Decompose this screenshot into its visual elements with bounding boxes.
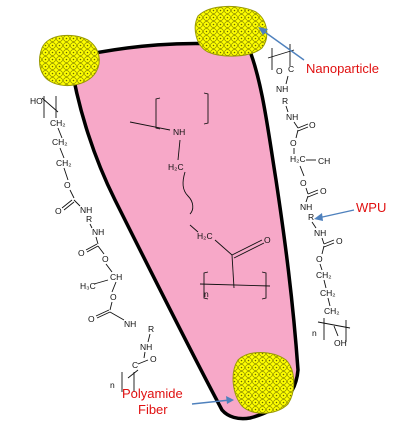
wpu-l-ch2-2: CH₂ xyxy=(52,137,68,147)
polyamide-repeat-unit: NH H₂C H₂C O n xyxy=(129,92,271,300)
pa-repeat-n: n xyxy=(204,289,209,299)
wpu-l-ch2-3: CH₂ xyxy=(56,158,72,168)
wpu-chain-left: HO CH₂ CH₂ CH₂ O O NH R NH O O CH H₃C O xyxy=(30,96,157,392)
wpu-r-ch1: CH xyxy=(318,156,330,166)
wpu-l-nh3: NH xyxy=(124,319,136,329)
wpu-r-repeat-n: n xyxy=(312,328,317,338)
wpu-r-oh: OH xyxy=(334,338,347,348)
wpu-l-o2: O xyxy=(55,206,62,216)
wpu-l-nh1: NH xyxy=(80,205,92,215)
wpu-l-repeat-n: n xyxy=(110,380,115,390)
wpu-r-o3: O xyxy=(290,138,297,148)
wpu-l-o4: O xyxy=(102,254,109,264)
wpu-l-nh2: NH xyxy=(92,227,104,237)
nanoparticle-cluster-top-left xyxy=(39,34,100,87)
wpu-l-r2: R xyxy=(148,324,154,334)
wpu-l-o5: O xyxy=(110,292,117,302)
wpu-r-ch2-1: CH₂ xyxy=(316,270,332,280)
wpu-l-ho: HO xyxy=(30,96,43,106)
polyamide-label-line1: Polyamide xyxy=(122,386,183,401)
wpu-l-r1: R xyxy=(86,214,92,224)
wpu-r-o6: O xyxy=(336,236,343,246)
nanoparticle-arrowhead xyxy=(258,27,268,35)
wpu-l-nh4: NH xyxy=(140,342,152,352)
wpu-l-o1: O xyxy=(64,180,71,190)
wpu-chain-right: O C NH R NH O O H₂C CH O O NH R NH O O C… xyxy=(267,44,351,348)
wpu-r-h2c: H₂C xyxy=(290,154,306,164)
wpu-arrow xyxy=(317,209,355,219)
wpu-l-o7: O xyxy=(150,354,157,364)
pa-nh-label: NH xyxy=(173,127,185,137)
pa-h2c-label-1: H₂C xyxy=(168,162,184,172)
wpu-r-r1: R xyxy=(282,96,288,106)
wpu-label: WPU xyxy=(356,200,386,215)
wpu-r-o5: O xyxy=(320,186,327,196)
wpu-r-r2: R xyxy=(308,212,314,222)
pa-carbonyl-o: O xyxy=(264,235,271,245)
wpu-l-o3: O xyxy=(78,248,85,258)
nanoparticle-cluster-top-right xyxy=(194,5,268,57)
polyamide-label-line2: Fiber xyxy=(138,402,168,417)
nanoparticle-cluster-bottom xyxy=(232,352,295,414)
wpu-r-o7: O xyxy=(316,254,323,264)
wpu-r-ch2-2: CH₂ xyxy=(320,288,336,298)
nanoparticle-label: Nanoparticle xyxy=(306,61,379,76)
wpu-r-nh4: NH xyxy=(314,228,326,238)
wpu-r-nh2: NH xyxy=(286,112,298,122)
wpu-r-o2: O xyxy=(309,120,316,130)
wpu-l-ch1: CH xyxy=(110,272,122,282)
wpu-r-o1: O xyxy=(276,66,283,76)
wpu-l-o6: O xyxy=(88,314,95,324)
pa-h2c-label-2: H₂C xyxy=(197,231,213,241)
wpu-r-nh1: NH xyxy=(276,84,288,94)
wpu-r-o4: O xyxy=(300,178,307,188)
wpu-l-ch2-1: CH₂ xyxy=(50,118,66,128)
polyamide-arrow xyxy=(191,399,231,405)
nanoparticle-arrow xyxy=(261,29,305,61)
polyamide-arrowhead xyxy=(226,396,234,404)
wpu-l-c1: C xyxy=(132,360,138,370)
wpu-r-ch2-3: CH₂ xyxy=(324,306,340,316)
wpu-l-h3c: H₃C xyxy=(80,281,96,291)
wpu-r-c1: C xyxy=(288,64,294,74)
wpu-arrowhead xyxy=(314,213,323,221)
wpu-r-nh3: NH xyxy=(300,202,312,212)
